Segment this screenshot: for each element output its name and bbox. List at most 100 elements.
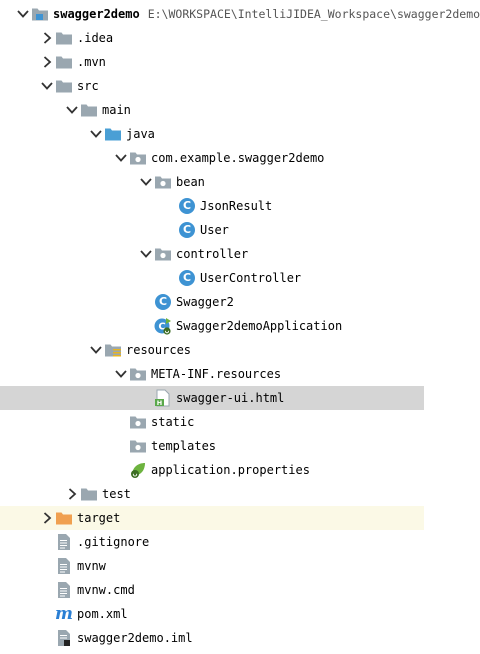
tree-node-label: resources bbox=[126, 338, 191, 362]
text-file-icon bbox=[55, 557, 73, 575]
package-icon bbox=[154, 245, 172, 263]
folder-icon bbox=[80, 101, 98, 119]
node-name: JsonResult bbox=[200, 199, 273, 213]
tree-node-label: application.properties bbox=[151, 458, 310, 482]
tree-node-label: .idea bbox=[77, 26, 113, 50]
tree-node-test[interactable]: test bbox=[0, 482, 424, 506]
tree-node-resources[interactable]: resources bbox=[0, 338, 424, 362]
chevron-right-icon[interactable] bbox=[40, 55, 54, 69]
tree-node-label: .gitignore bbox=[77, 530, 149, 554]
tree-node-label: .mvn bbox=[77, 50, 106, 74]
chevron-down-icon[interactable] bbox=[65, 103, 79, 117]
tree-node-mvnw[interactable]: mvnw bbox=[0, 554, 424, 578]
tree-node-swagger2demo-iml[interactable]: swagger2demo.iml bbox=[0, 626, 424, 650]
node-name: mvnw bbox=[77, 559, 106, 573]
maven-icon: m bbox=[55, 604, 73, 624]
tree-node-meta-inf-resources[interactable]: META-INF.resources bbox=[0, 362, 424, 386]
folder-icon bbox=[55, 53, 73, 71]
excluded-folder-icon bbox=[55, 509, 73, 527]
tree-node-label: main bbox=[102, 98, 131, 122]
node-name: static bbox=[151, 415, 195, 429]
chevron-down-icon[interactable] bbox=[89, 343, 103, 357]
folder-icon bbox=[55, 77, 73, 95]
chevron-right-icon[interactable] bbox=[40, 511, 54, 525]
tree-node-main[interactable]: main bbox=[0, 98, 424, 122]
spring-boot-class-icon: C bbox=[154, 317, 172, 335]
tree-node-mvn[interactable]: .mvn bbox=[0, 50, 424, 74]
node-name: resources bbox=[126, 343, 192, 357]
tree-node-mvnw-cmd[interactable]: mvnw.cmd bbox=[0, 578, 424, 602]
html-file-icon: H bbox=[154, 389, 172, 407]
node-name: templates bbox=[151, 439, 217, 453]
node-name: src bbox=[77, 79, 99, 93]
resources-folder-icon bbox=[104, 341, 122, 359]
iml-file-icon bbox=[55, 629, 73, 647]
class-icon: C bbox=[178, 221, 196, 239]
chevron-down-icon[interactable] bbox=[114, 151, 128, 165]
chevron-down-icon[interactable] bbox=[114, 367, 128, 381]
chevron-right-icon[interactable] bbox=[40, 31, 54, 45]
tree-node-gitignore[interactable]: .gitignore bbox=[0, 530, 424, 554]
tree-node-label: Swagger2 bbox=[176, 290, 234, 314]
class-icon: C bbox=[154, 293, 172, 311]
tree-node-label: target bbox=[77, 506, 120, 530]
package-icon bbox=[129, 149, 147, 167]
tree-node-src[interactable]: src bbox=[0, 74, 424, 98]
node-name: .idea bbox=[77, 31, 114, 45]
chevron-down-icon[interactable] bbox=[40, 79, 54, 93]
tree-node-label: JsonResult bbox=[200, 194, 272, 218]
tree-node-label: templates bbox=[151, 434, 216, 458]
node-name: test bbox=[102, 487, 131, 501]
tree-node-label: mvnw.cmd bbox=[77, 578, 135, 602]
tree-node-package-controller[interactable]: controller bbox=[0, 242, 424, 266]
chevron-down-icon[interactable] bbox=[89, 127, 103, 141]
tree-node-label: UserController bbox=[200, 266, 301, 290]
chevron-down-icon[interactable] bbox=[139, 175, 153, 189]
source-root-folder-icon bbox=[104, 125, 122, 143]
tree-node-target[interactable]: target bbox=[0, 506, 424, 530]
node-name: bean bbox=[176, 175, 205, 189]
tree-node-label: com.example.swagger2demo bbox=[151, 146, 324, 170]
node-name: application.properties bbox=[151, 463, 310, 477]
node-name: META-INF.resources bbox=[151, 367, 282, 381]
tree-node-label: pom.xml bbox=[77, 602, 128, 626]
tree-node-label: User bbox=[200, 218, 229, 242]
tree-node-label: bean bbox=[176, 170, 205, 194]
tree-node-idea[interactable]: .idea bbox=[0, 26, 424, 50]
tree-node-pom-xml[interactable]: m pom.xml bbox=[0, 602, 424, 626]
node-name: main bbox=[102, 103, 131, 117]
chevron-right-icon[interactable] bbox=[65, 487, 79, 501]
node-name: pom.xml bbox=[77, 607, 128, 621]
tree-node-templates[interactable]: templates bbox=[0, 434, 424, 458]
node-name: .mvn bbox=[77, 55, 106, 69]
node-name: mvnw.cmd bbox=[77, 583, 135, 597]
node-name: UserController bbox=[200, 271, 302, 285]
node-name: swagger2demo.iml bbox=[77, 631, 193, 645]
tree-node-label: META-INF.resources bbox=[151, 362, 281, 386]
package-icon bbox=[129, 365, 147, 383]
node-name: swagger2demo bbox=[53, 7, 140, 21]
tree-node-jsonresult[interactable]: C JsonResult bbox=[0, 194, 424, 218]
text-file-icon bbox=[55, 533, 73, 551]
tree-node-java[interactable]: java bbox=[0, 122, 424, 146]
tree-node-label: Swagger2demoApplication bbox=[176, 314, 342, 338]
tree-node-static[interactable]: static bbox=[0, 410, 424, 434]
svg-text:C: C bbox=[158, 322, 165, 333]
chevron-down-icon[interactable] bbox=[16, 7, 30, 21]
tree-node-package-swagger2demo[interactable]: com.example.swagger2demo bbox=[0, 146, 424, 170]
class-icon: C bbox=[178, 197, 196, 215]
tree-node-label: swagger2demo.iml bbox=[77, 626, 193, 650]
tree-node-package-bean[interactable]: bean bbox=[0, 170, 424, 194]
node-name: Swagger2demoApplication bbox=[176, 319, 343, 333]
tree-node-swagger2demoapplication[interactable]: C Swagger2demoApplication bbox=[0, 314, 424, 338]
chevron-down-icon[interactable] bbox=[139, 247, 153, 261]
tree-node-application-properties[interactable]: application.properties bbox=[0, 458, 424, 482]
tree-node-label: mvnw bbox=[77, 554, 106, 578]
